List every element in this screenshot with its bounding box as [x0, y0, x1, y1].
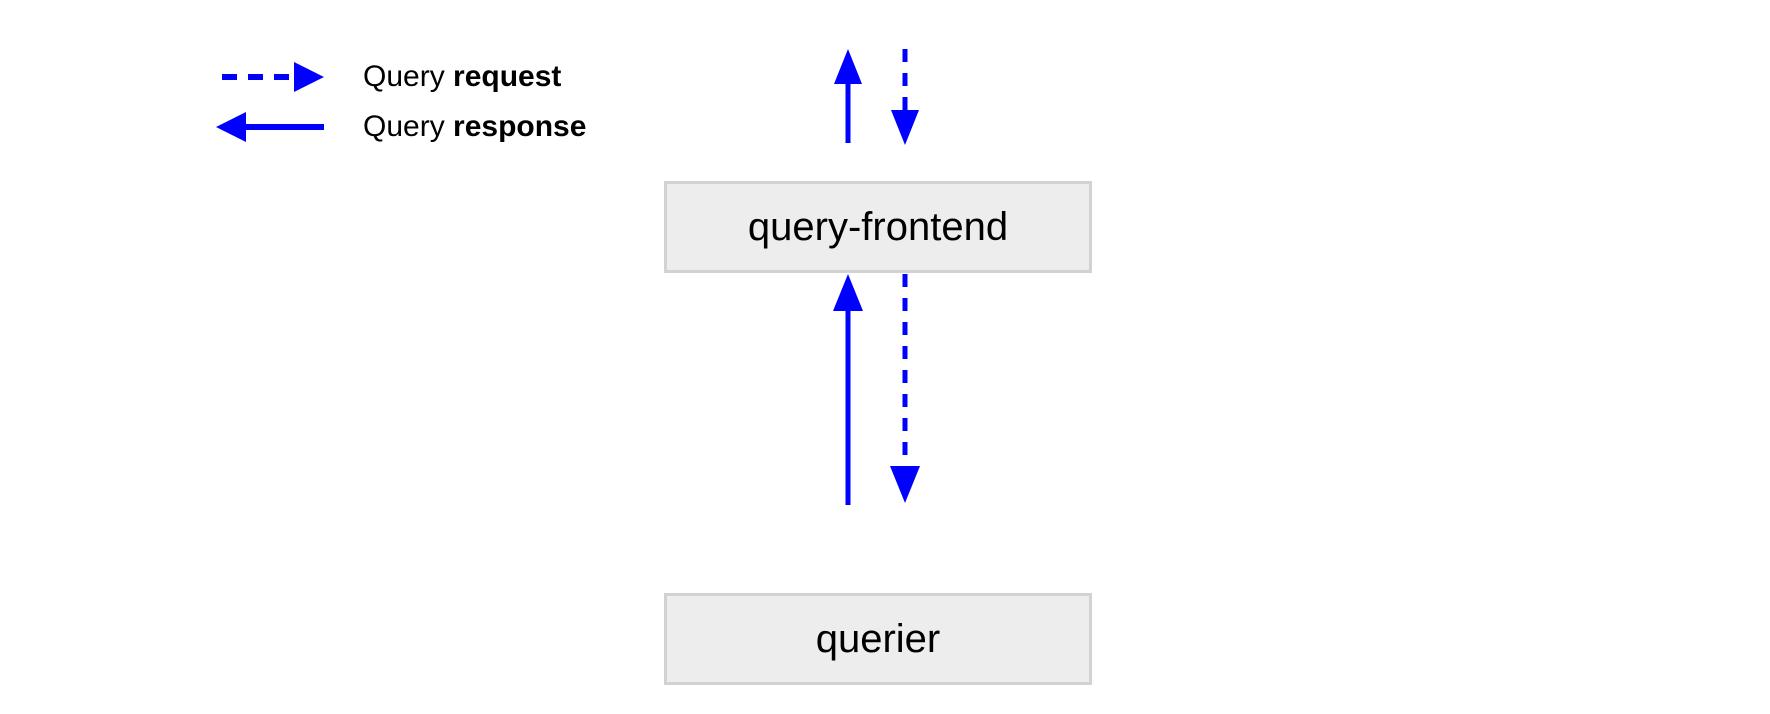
legend-item-query-request: Query request [210, 52, 730, 102]
legend-label-plain: Query [363, 60, 454, 93]
legend: Query request Query response [210, 52, 730, 152]
connection-ingress-response [834, 49, 862, 143]
legend-item-query-response: Query response [210, 102, 730, 152]
legend-item-query-response-label: Query response [363, 112, 586, 142]
legend-item-query-request-label: Query request [363, 62, 561, 92]
connection-frontend-to-querier-request [890, 274, 920, 503]
node-querier[interactable]: querier [664, 593, 1092, 685]
connection-querier-to-frontend-response [833, 274, 863, 505]
dashed-arrow-right-icon [210, 52, 330, 102]
solid-arrow-left-icon [210, 102, 330, 152]
legend-label-plain: Query [363, 110, 454, 143]
node-query-frontend[interactable]: query-frontend [664, 181, 1092, 273]
legend-label-emphasis: response [453, 110, 587, 143]
legend-label-emphasis: request [453, 60, 562, 93]
node-querier-label: querier [815, 617, 941, 661]
node-query-frontend-label: query-frontend [747, 205, 1009, 249]
connection-ingress-request [891, 49, 919, 145]
